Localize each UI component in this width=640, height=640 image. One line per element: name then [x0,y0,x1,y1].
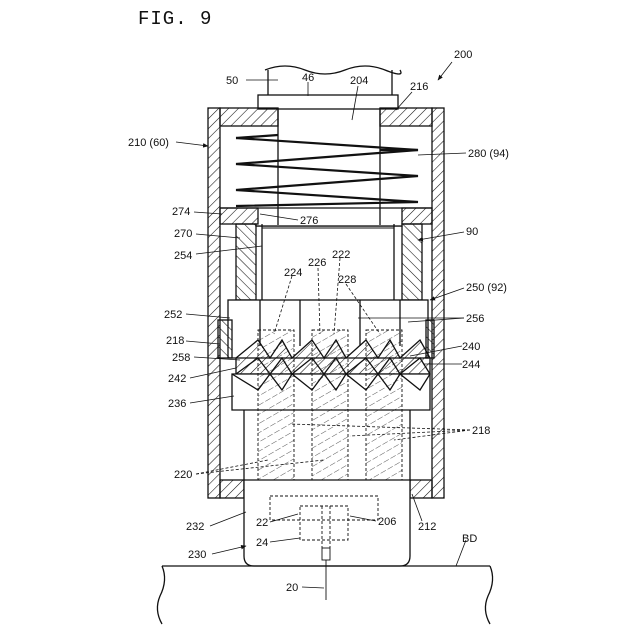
label-280: 280 (94) [468,148,509,160]
internal-parts-218 [244,330,410,494]
collar-270 [236,224,422,300]
label-46: 46 [302,72,314,84]
label-222: 222 [332,249,350,261]
figure-title: FIG. 9 [138,8,212,30]
label-BD: BD [462,533,477,545]
label-24: 24 [256,537,268,549]
label-250: 250 (92) [466,282,507,294]
label-252: 252 [164,309,182,321]
label-270: 270 [174,228,192,240]
label-22: 22 [256,517,268,529]
label-20: 20 [286,582,298,594]
label-216: 216 [410,81,428,93]
label-244: 244 [462,359,480,371]
label-258: 258 [172,352,190,364]
label-274: 274 [172,206,190,218]
label-224: 224 [284,267,302,279]
label-218-lower: 218 [472,425,490,437]
label-276: 276 [300,215,318,227]
label-240: 240 [462,341,480,353]
label-204: 204 [350,75,368,87]
board-BD [157,560,492,624]
label-212: 212 [418,521,436,533]
label-254: 254 [174,250,192,262]
label-220: 220 [174,469,192,481]
label-206: 206 [378,516,396,528]
component-50 [258,66,401,109]
label-232: 232 [186,521,204,533]
label-230: 230 [188,549,206,561]
label-256: 256 [466,313,484,325]
label-90: 90 [466,226,478,238]
spring-seat-274 [220,208,432,224]
label-210: 210 (60) [128,137,169,149]
spring-280 [236,135,418,206]
label-200: 200 [454,49,472,61]
label-242: 242 [168,373,186,385]
label-226: 226 [308,257,326,269]
label-218-upper: 218 [166,335,184,347]
label-50: 50 [226,75,238,87]
label-236: 236 [168,398,186,410]
label-228: 228 [338,274,356,286]
